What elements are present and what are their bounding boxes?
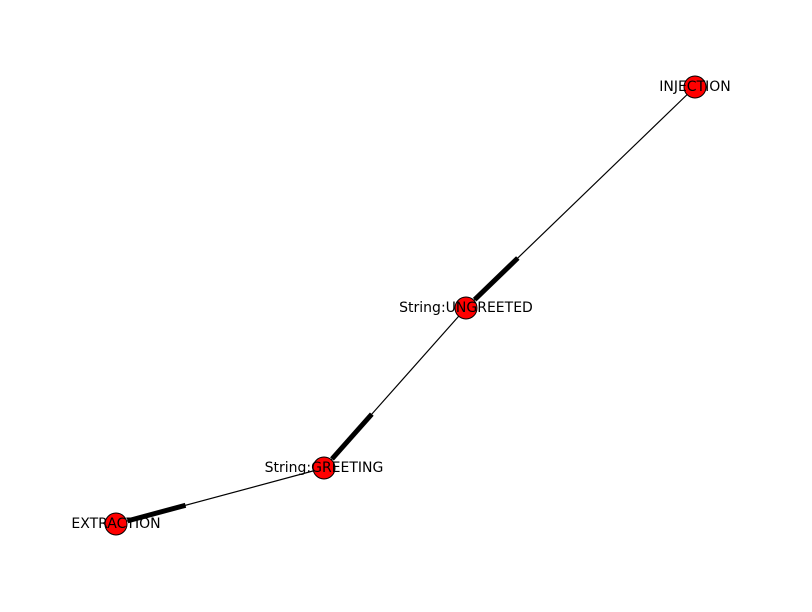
- node-label-extraction: EXTRACTION: [71, 516, 160, 532]
- node-greeting: [312, 456, 336, 480]
- node-label-ungreeted: String:UNGREETED: [399, 300, 533, 316]
- node-extraction: [104, 512, 128, 536]
- edge-arrowhead-greeting-extraction: [126, 502, 187, 524]
- node-ungreeted: [454, 296, 478, 320]
- labels-layer: INJECTION String:UNGREETED String:GREETING…: [71, 79, 730, 532]
- node-label-injection: INJECTION: [659, 79, 731, 95]
- nodes-layer: [104, 75, 707, 536]
- edges-layer: [115, 86, 696, 525]
- node-label-greeting: String:GREETING: [265, 460, 384, 476]
- edge-arrowhead-ungreeted-greeting: [330, 412, 374, 461]
- node-injection: [683, 75, 707, 99]
- edge-arrowhead-injection-ungreeted: [472, 256, 520, 302]
